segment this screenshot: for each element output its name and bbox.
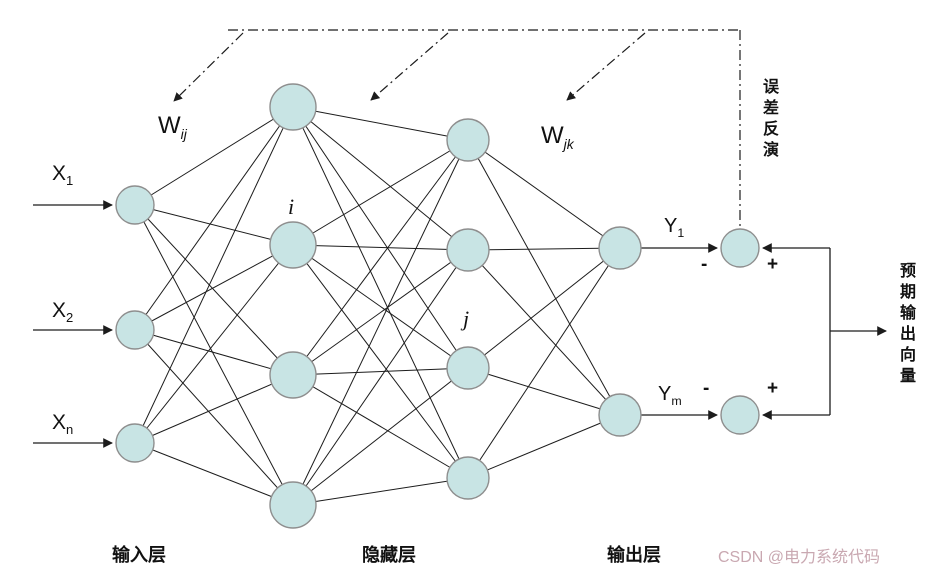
- wjk-sub: jk: [563, 135, 574, 152]
- input-layer-label: 输入层: [112, 545, 166, 565]
- input-label-x2: X2: [52, 299, 73, 325]
- input-label-x1: X1: [52, 162, 73, 188]
- wij-base: W: [158, 112, 181, 139]
- y1-sub: 1: [677, 226, 685, 240]
- x1-sub: 1: [66, 173, 74, 189]
- wij-sub: ij: [180, 125, 187, 142]
- ym-sub: m: [671, 394, 682, 408]
- output-layer-label: 输出层: [607, 545, 661, 565]
- error-backprop-label: 误差反演: [760, 78, 777, 162]
- output-label-ym: Ym: [658, 383, 682, 408]
- input-label-xn: Xn: [52, 411, 73, 437]
- plus-sign-top: +: [767, 254, 779, 275]
- x2-base: X: [52, 299, 67, 322]
- minus-sign-top: -: [701, 254, 708, 275]
- x2-sub: 2: [66, 310, 74, 326]
- weight-label-wjk: Wjk: [541, 122, 574, 152]
- minus-sign-bottom: -: [703, 378, 710, 399]
- hidden-node-label-j: j: [463, 306, 470, 331]
- csdn-watermark: CSDN @电力系统代码: [718, 549, 881, 566]
- expected-output-vector-label: 预期输出向量: [897, 262, 914, 388]
- hidden-node-label-i: i: [288, 194, 295, 219]
- weight-label-wij: Wij: [158, 112, 187, 142]
- x1-base: X: [52, 162, 67, 185]
- wjk-base: W: [541, 122, 564, 149]
- plus-sign-bottom: +: [767, 378, 779, 399]
- ym-base: Y: [658, 383, 672, 405]
- xn-sub: n: [66, 422, 74, 438]
- hidden-layer-label: 隐藏层: [362, 545, 416, 565]
- output-label-y1: Y1: [664, 215, 684, 240]
- xn-base: X: [52, 411, 67, 434]
- y1-base: Y: [664, 215, 678, 237]
